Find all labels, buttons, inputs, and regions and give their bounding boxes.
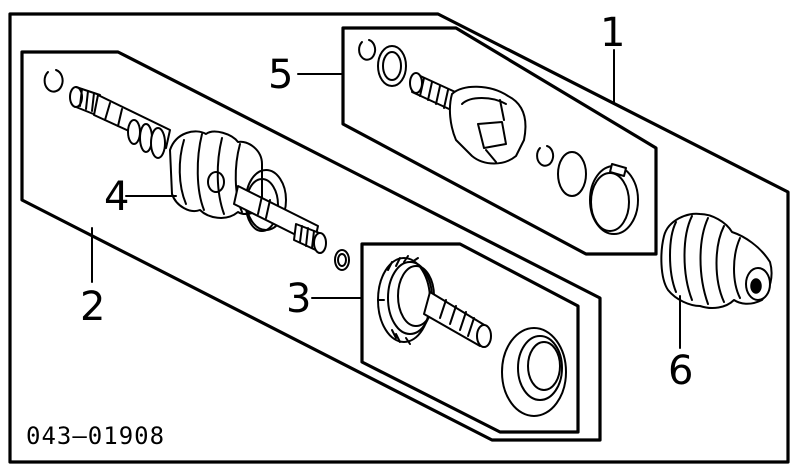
outer-joint-drawing — [377, 255, 567, 417]
drive-shaft-drawing — [43, 69, 350, 271]
callout-2: 2 — [80, 284, 105, 330]
snap-ring-part — [43, 69, 64, 93]
callout-4: 4 — [104, 174, 129, 220]
callout-1: 1 — [600, 10, 625, 56]
outer-joint-frame-3 — [360, 242, 580, 434]
outer-boot-drawing — [660, 212, 773, 309]
inner-joint-drawing — [358, 39, 639, 235]
shaft-assembly-frame-2 — [20, 50, 602, 442]
diagram-code: 043–01908 — [26, 422, 165, 450]
callout-5: 5 — [268, 52, 293, 98]
callout-6: 6 — [668, 348, 693, 394]
callout-3: 3 — [286, 276, 311, 322]
assembly-frame-1 — [8, 12, 790, 464]
inner-joint-frame-5 — [341, 26, 658, 256]
